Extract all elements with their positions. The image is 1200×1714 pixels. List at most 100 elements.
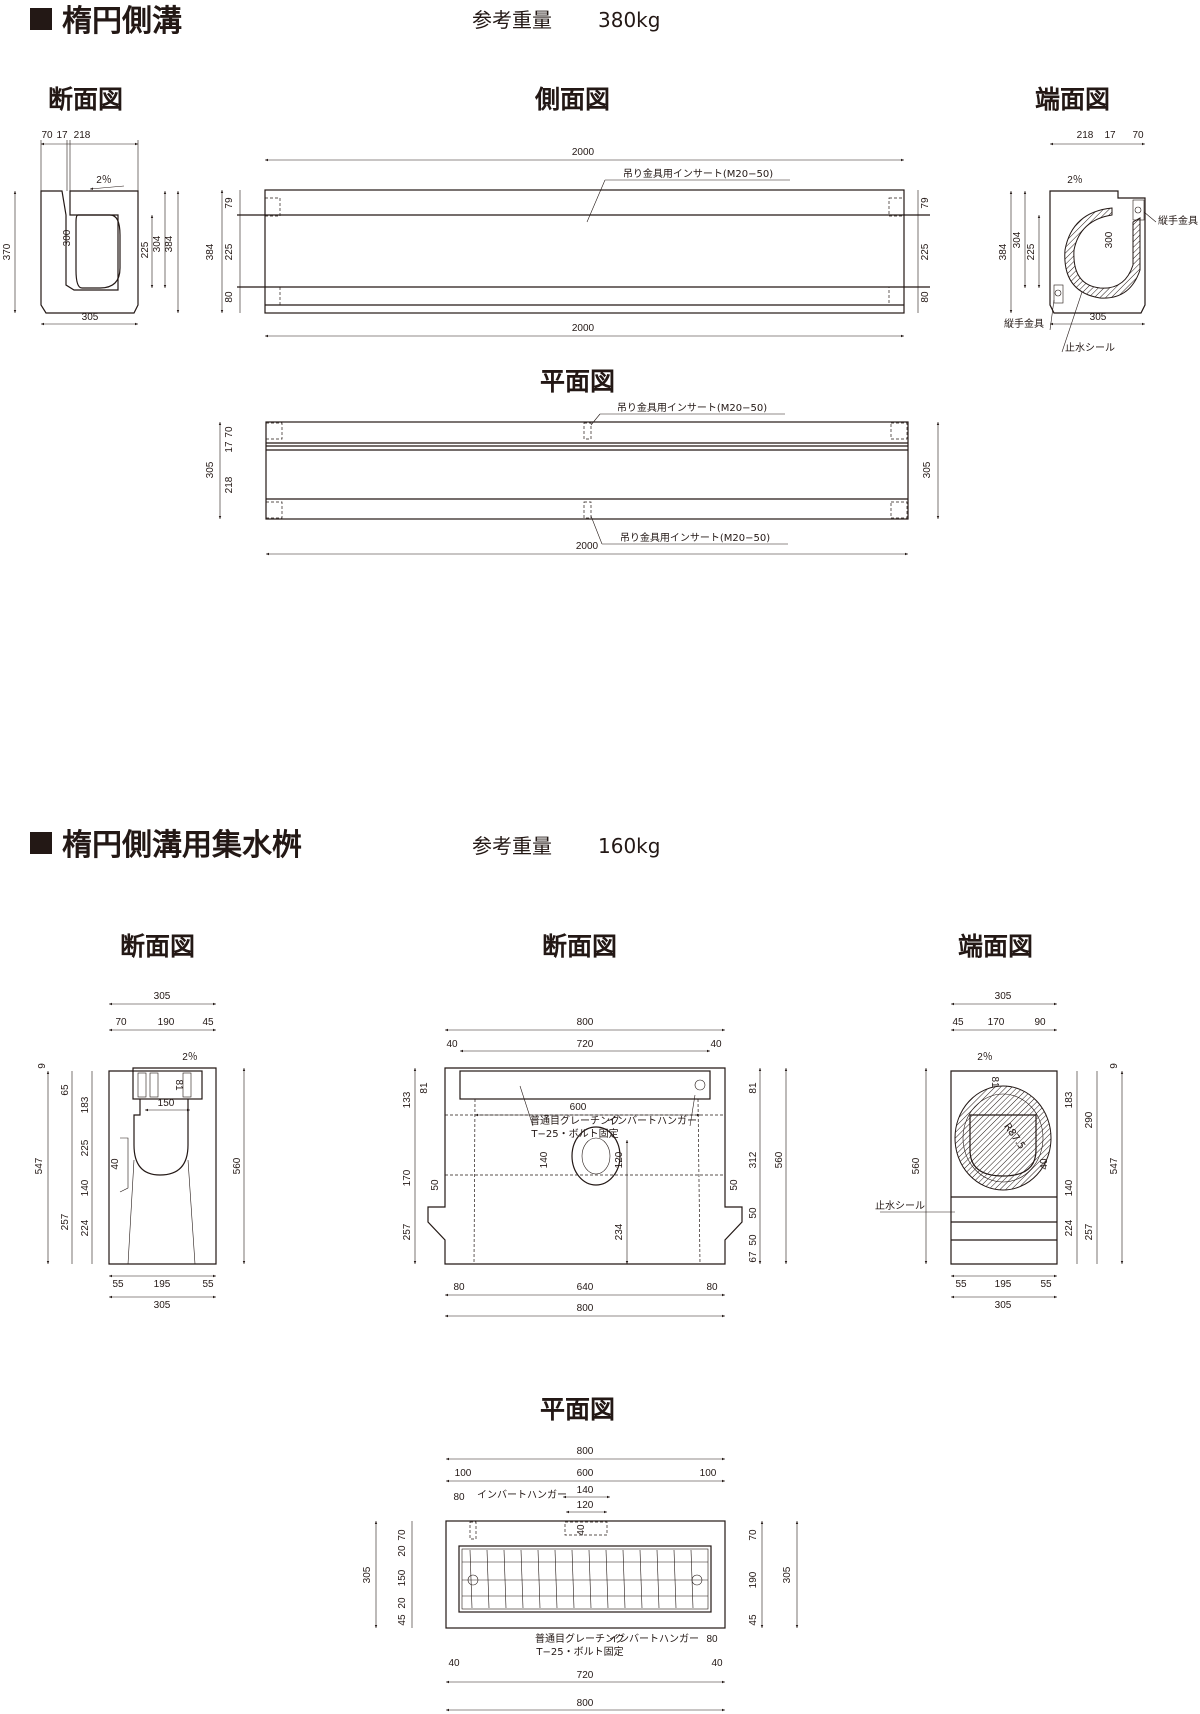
dimension-label: 2000 xyxy=(572,323,595,334)
dimension-label: 140 xyxy=(577,1485,594,1496)
dimension-label: 225 xyxy=(224,243,235,260)
dimension-label: 305 xyxy=(82,312,99,323)
dimension-label: 170 xyxy=(402,1169,413,1186)
dimension-label: 2％ xyxy=(977,1052,993,1063)
dimension-label: 305 xyxy=(922,461,933,478)
hanger-annotation: インバートハンガー xyxy=(609,1633,699,1645)
dimension-label: 20 xyxy=(397,1597,408,1609)
insert-annotation: 吊り金具用インサート(M20−50) xyxy=(620,531,770,544)
grating-bar xyxy=(673,1549,677,1609)
dimension-label: 9 xyxy=(1109,1063,1120,1069)
hanger-annotation: インバートハンガー xyxy=(477,1489,567,1501)
s2-longitudinal-section xyxy=(413,1028,788,1318)
grating-bar xyxy=(469,1549,473,1609)
dimension-label: 55 xyxy=(955,1279,967,1290)
grating-spec-annotation: T−25・ボルト固定 xyxy=(535,1645,623,1658)
section1-weight: 380kg xyxy=(598,8,660,32)
grating-bar xyxy=(486,1549,490,1609)
s2-plan-view xyxy=(374,1457,799,1712)
dimension-label: 720 xyxy=(577,1039,594,1050)
dimension-label: 190 xyxy=(748,1571,759,1588)
dimension-label: 305 xyxy=(205,461,216,478)
dimension-label: 133 xyxy=(402,1091,413,1108)
dimension-label: 81 xyxy=(989,1076,1000,1088)
dimension-label: 560 xyxy=(911,1157,922,1174)
dimension-label: 300 xyxy=(1104,231,1115,248)
dimension-label: 800 xyxy=(577,1303,594,1314)
s1-side-view xyxy=(220,158,930,338)
dimension-label: 45 xyxy=(202,1017,214,1028)
dimension-label: 234 xyxy=(614,1223,625,1240)
dimension-label: 80 xyxy=(224,291,235,303)
dimension-label: 70 xyxy=(397,1529,408,1541)
seal-annotation: 止水シール xyxy=(1065,342,1115,354)
section-marker-icon xyxy=(30,832,52,854)
s2-cross-title: 断面図 xyxy=(120,932,195,961)
s2-cross-section xyxy=(46,1002,246,1299)
dimension-label: 305 xyxy=(782,1566,793,1583)
dimension-label: 800 xyxy=(577,1698,594,1709)
s2-section-title: 断面図 xyxy=(542,932,617,961)
dimension-label: 80 xyxy=(453,1282,465,1293)
s1-end-view xyxy=(1009,142,1157,353)
dimension-label: 304 xyxy=(152,235,163,252)
dimension-label: 183 xyxy=(80,1096,91,1113)
s1-plan-view xyxy=(218,413,940,556)
dimension-label: 640 xyxy=(577,1282,594,1293)
dimension-label: 140 xyxy=(539,1151,550,1168)
dimension-label: 140 xyxy=(1064,1179,1075,1196)
dimension-label: 2％ xyxy=(182,1052,198,1063)
dimension-label: 120 xyxy=(577,1500,594,1511)
dimension-label: 225 xyxy=(80,1139,91,1156)
s2-end-title: 端面図 xyxy=(958,932,1033,961)
dimension-label: 257 xyxy=(402,1223,413,1240)
dimension-label: 2％ xyxy=(1067,175,1083,186)
dimension-label: 305 xyxy=(995,991,1012,1002)
section1-weight-label: 参考重量 xyxy=(472,8,552,32)
dimension-label: 305 xyxy=(154,1300,171,1311)
dimension-label: 224 xyxy=(80,1219,91,1236)
dimension-label: 40 xyxy=(576,1524,587,1536)
dimension-label: 384 xyxy=(205,243,216,260)
dimension-label: 67 xyxy=(748,1251,759,1263)
dimension-label: 70 xyxy=(41,130,53,141)
dimension-label: 40 xyxy=(448,1658,460,1669)
dimension-label: 300 xyxy=(62,229,73,246)
dimension-label: 45 xyxy=(952,1017,964,1028)
grating-bar xyxy=(554,1549,558,1609)
s2-plan-title: 平面図 xyxy=(540,1395,615,1424)
dimension-label: 150 xyxy=(158,1098,175,1109)
dimension-label: 40 xyxy=(446,1039,458,1050)
section-marker-icon xyxy=(30,8,52,30)
grating-annotation: 普通目グレーチング xyxy=(530,1114,620,1127)
dimension-label: 195 xyxy=(154,1279,171,1290)
dimension-label: 80 xyxy=(706,1634,718,1645)
s1-plan-title: 平面図 xyxy=(540,367,615,396)
dimension-label: 70 xyxy=(748,1529,759,1541)
dimension-label: 600 xyxy=(570,1102,587,1113)
dimension-label: 305 xyxy=(362,1566,373,1583)
dimension-label: 218 xyxy=(74,130,91,141)
dimension-label: 140 xyxy=(80,1179,91,1196)
dimension-label: 50 xyxy=(748,1207,759,1219)
s1-cross-section xyxy=(13,140,180,326)
dimension-label: 225 xyxy=(1026,243,1037,260)
dimension-label: 17 xyxy=(1104,130,1116,141)
s1-cross-title: 断面図 xyxy=(48,85,123,114)
dimension-label: 80 xyxy=(706,1282,718,1293)
dimension-label: 20 xyxy=(397,1545,408,1557)
dimension-label: 257 xyxy=(1084,1223,1095,1240)
dimension-label: 40 xyxy=(110,1158,121,1170)
dimension-label: 2％ xyxy=(96,175,112,186)
joint-fitting-annotation: 縦手金具 xyxy=(1004,317,1044,330)
dimension-label: 80 xyxy=(920,291,931,303)
dimension-label: 65 xyxy=(60,1084,71,1096)
grating-annotation: 普通目グレーチング xyxy=(535,1632,625,1645)
dimension-label: 195 xyxy=(995,1279,1012,1290)
dimension-label: 81 xyxy=(173,1079,184,1091)
dimension-label: 384 xyxy=(164,235,175,252)
dimension-label: 218 xyxy=(224,476,235,493)
dimension-label: 100 xyxy=(700,1468,717,1479)
dimension-label: 45 xyxy=(397,1614,408,1626)
